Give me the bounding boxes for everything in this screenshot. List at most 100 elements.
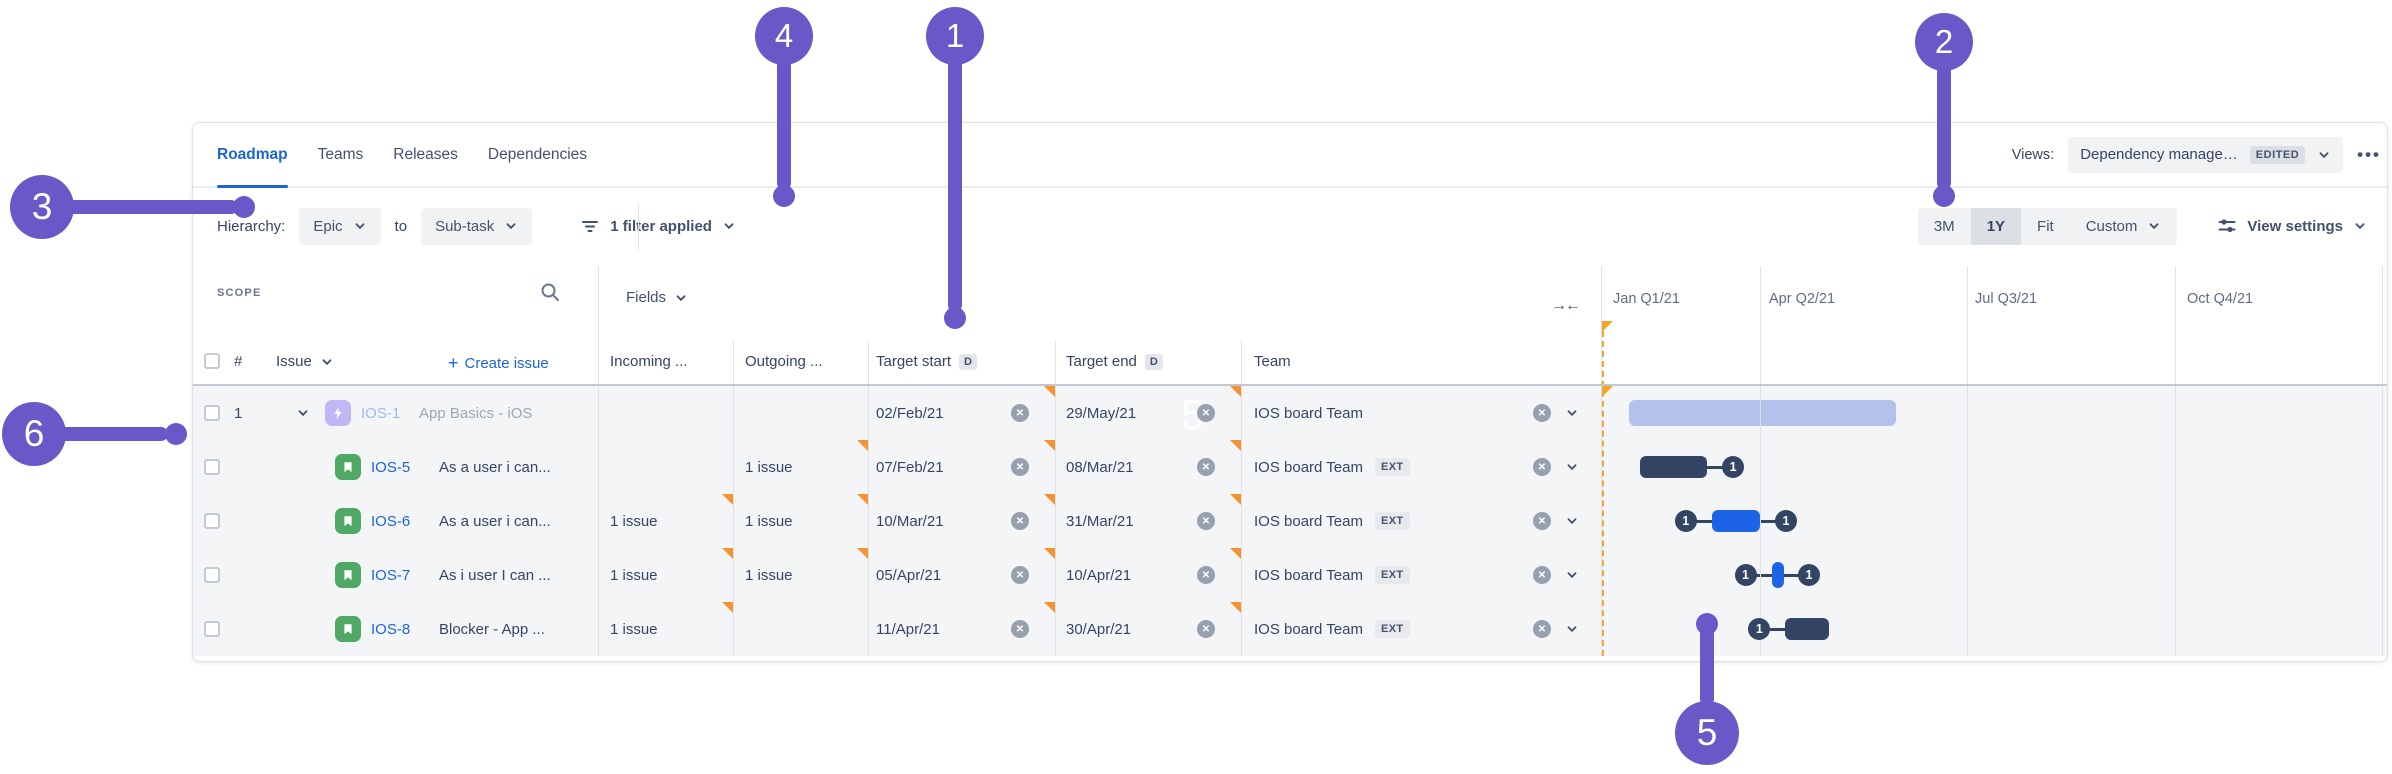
- team-dropdown-chevron[interactable]: [1565, 494, 1579, 548]
- clear-value-icon[interactable]: ✕: [1197, 512, 1215, 530]
- outgoing-dependencies-cell[interactable]: 1 issue: [745, 512, 793, 530]
- target-end-label: Target end: [1066, 353, 1137, 370]
- clear-value-icon[interactable]: ✕: [1197, 620, 1215, 638]
- column-header-target-start[interactable]: Target start D: [876, 353, 977, 370]
- views-dropdown[interactable]: Dependency manage… EDITED: [2068, 136, 2344, 173]
- outgoing-dependency-badge[interactable]: 1: [1798, 564, 1820, 586]
- clear-value-icon[interactable]: ✕: [1197, 566, 1215, 584]
- gantt-bar-ios-1[interactable]: [1628, 400, 1896, 426]
- row-checkbox[interactable]: [204, 405, 220, 421]
- view-settings-button[interactable]: View settings: [2217, 216, 2367, 236]
- clear-value-icon[interactable]: ✕: [1533, 458, 1551, 476]
- column-header-target-end[interactable]: Target end D: [1066, 353, 1163, 370]
- row-checkbox[interactable]: [204, 459, 220, 475]
- issue-summary[interactable]: As a user i can...: [439, 458, 551, 476]
- target-start-cell[interactable]: 05/Apr/21: [876, 566, 942, 584]
- target-end-cell[interactable]: 08/Mar/21: [1066, 458, 1134, 476]
- issue-key[interactable]: IOS-7: [371, 566, 411, 584]
- target-end-cell[interactable]: 30/Apr/21: [1066, 620, 1132, 638]
- clear-value-icon[interactable]: ✕: [1533, 620, 1551, 638]
- target-start-cell[interactable]: 07/Feb/21: [876, 458, 944, 476]
- outgoing-dependency-badge[interactable]: 1: [1775, 510, 1797, 532]
- issue-summary[interactable]: Blocker - App ...: [439, 620, 545, 638]
- incoming-dependency-badge[interactable]: 1: [1674, 510, 1697, 532]
- issue-summary[interactable]: App Basics - iOS: [419, 404, 533, 422]
- tab-dependencies[interactable]: Dependencies: [487, 145, 588, 163]
- gantt-bar-ios-8[interactable]: [1785, 618, 1829, 640]
- outgoing-dependency-badge[interactable]: 1: [1722, 456, 1745, 478]
- target-end-cell[interactable]: 31/Mar/21: [1066, 512, 1134, 530]
- row-checkbox[interactable]: [204, 567, 220, 583]
- changed-cell-indicator: [722, 602, 733, 613]
- select-all-checkbox[interactable]: [204, 353, 220, 369]
- issue-key[interactable]: IOS-8: [371, 620, 411, 638]
- team-dropdown-chevron[interactable]: [1565, 386, 1579, 440]
- team-dropdown-chevron[interactable]: [1565, 440, 1579, 494]
- target-start-cell[interactable]: 11/Apr/21: [876, 620, 940, 638]
- search-icon[interactable]: [539, 281, 561, 303]
- issue-key[interactable]: IOS-5: [371, 458, 411, 476]
- incoming-dependencies-cell[interactable]: 1 issue: [610, 620, 658, 638]
- target-end-cell[interactable]: 29/May/21: [1066, 404, 1137, 422]
- incoming-dependencies-cell[interactable]: 1 issue: [610, 566, 658, 584]
- target-start-cell[interactable]: 02/Feb/21: [876, 404, 944, 422]
- hierarchy-to-dropdown[interactable]: Sub-task: [421, 207, 533, 245]
- target-end-cell[interactable]: 10/Apr/21: [1066, 566, 1132, 584]
- filter-dropdown[interactable]: 1 filter applied: [580, 216, 736, 236]
- issue-summary[interactable]: As a user i can...: [439, 512, 551, 530]
- column-header-outgoing[interactable]: Outgoing ...: [745, 353, 823, 370]
- incoming-dependency-badge[interactable]: 1: [1748, 618, 1771, 640]
- row-checkbox[interactable]: [204, 513, 220, 529]
- gantt-bar-ios-6[interactable]: [1711, 510, 1760, 532]
- clear-value-icon[interactable]: ✕: [1011, 404, 1029, 422]
- clear-value-icon[interactable]: ✕: [1197, 458, 1215, 476]
- zoom-option-fit[interactable]: Fit: [2037, 217, 2054, 235]
- team-cell[interactable]: IOS board Team: [1254, 404, 1363, 422]
- row-expander[interactable]: [296, 386, 310, 440]
- callout-6-line: [54, 427, 168, 441]
- row-checkbox[interactable]: [204, 621, 220, 637]
- column-header-team[interactable]: Team: [1254, 353, 1291, 370]
- gantt-bar-ios-5[interactable]: [1640, 456, 1708, 478]
- callout-4-line: [777, 58, 791, 190]
- outgoing-dependencies-cell[interactable]: 1 issue: [745, 458, 793, 476]
- clear-value-icon[interactable]: ✕: [1011, 458, 1029, 476]
- issue-summary[interactable]: As i user I can ...: [439, 566, 551, 584]
- create-issue-button[interactable]: + Create issue: [448, 354, 549, 372]
- zoom-option-custom[interactable]: Custom: [2070, 208, 2178, 245]
- issue-key[interactable]: IOS-6: [371, 512, 411, 530]
- tab-roadmap[interactable]: Roadmap: [217, 123, 288, 188]
- hierarchy-to-label: to: [394, 217, 408, 235]
- gantt-bar-ios-7[interactable]: [1771, 562, 1784, 588]
- hierarchy-from-dropdown[interactable]: Epic: [299, 207, 381, 245]
- clear-value-icon[interactable]: ✕: [1533, 566, 1551, 584]
- tab-releases[interactable]: Releases: [393, 145, 458, 163]
- clear-value-icon[interactable]: ✕: [1011, 620, 1029, 638]
- column-header-issue[interactable]: Issue: [276, 353, 334, 370]
- clear-value-icon[interactable]: ✕: [1533, 404, 1551, 422]
- clear-value-icon[interactable]: ✕: [1011, 566, 1029, 584]
- zoom-option-3m[interactable]: 3M: [1933, 217, 1955, 235]
- tab-teams[interactable]: Teams: [317, 145, 364, 163]
- incoming-dependency-badge[interactable]: 1: [1734, 564, 1757, 586]
- outgoing-dependencies-cell[interactable]: 1 issue: [745, 566, 793, 584]
- clear-value-icon[interactable]: ✕: [1011, 512, 1029, 530]
- story-bookmark-icon: [344, 462, 352, 472]
- incoming-dependencies-cell[interactable]: 1 issue: [610, 512, 658, 530]
- issue-key[interactable]: IOS-1: [361, 404, 401, 422]
- fields-dropdown[interactable]: Fields: [626, 289, 688, 306]
- clear-value-icon[interactable]: ✕: [1197, 404, 1215, 422]
- team-dropdown-chevron[interactable]: [1565, 548, 1579, 602]
- zoom-option-1y[interactable]: 1Y: [1970, 207, 2022, 245]
- collapse-columns-icon[interactable]: →←: [1551, 297, 1581, 314]
- column-header-incoming[interactable]: Incoming ...: [610, 353, 688, 370]
- clear-value-icon[interactable]: ✕: [1533, 512, 1551, 530]
- more-options-button[interactable]: •••: [2357, 144, 2381, 164]
- team-dropdown-chevron[interactable]: [1565, 602, 1579, 656]
- ghost-five-artifact: 5: [1181, 391, 1205, 438]
- target-start-cell[interactable]: 10/Mar/21: [876, 512, 944, 530]
